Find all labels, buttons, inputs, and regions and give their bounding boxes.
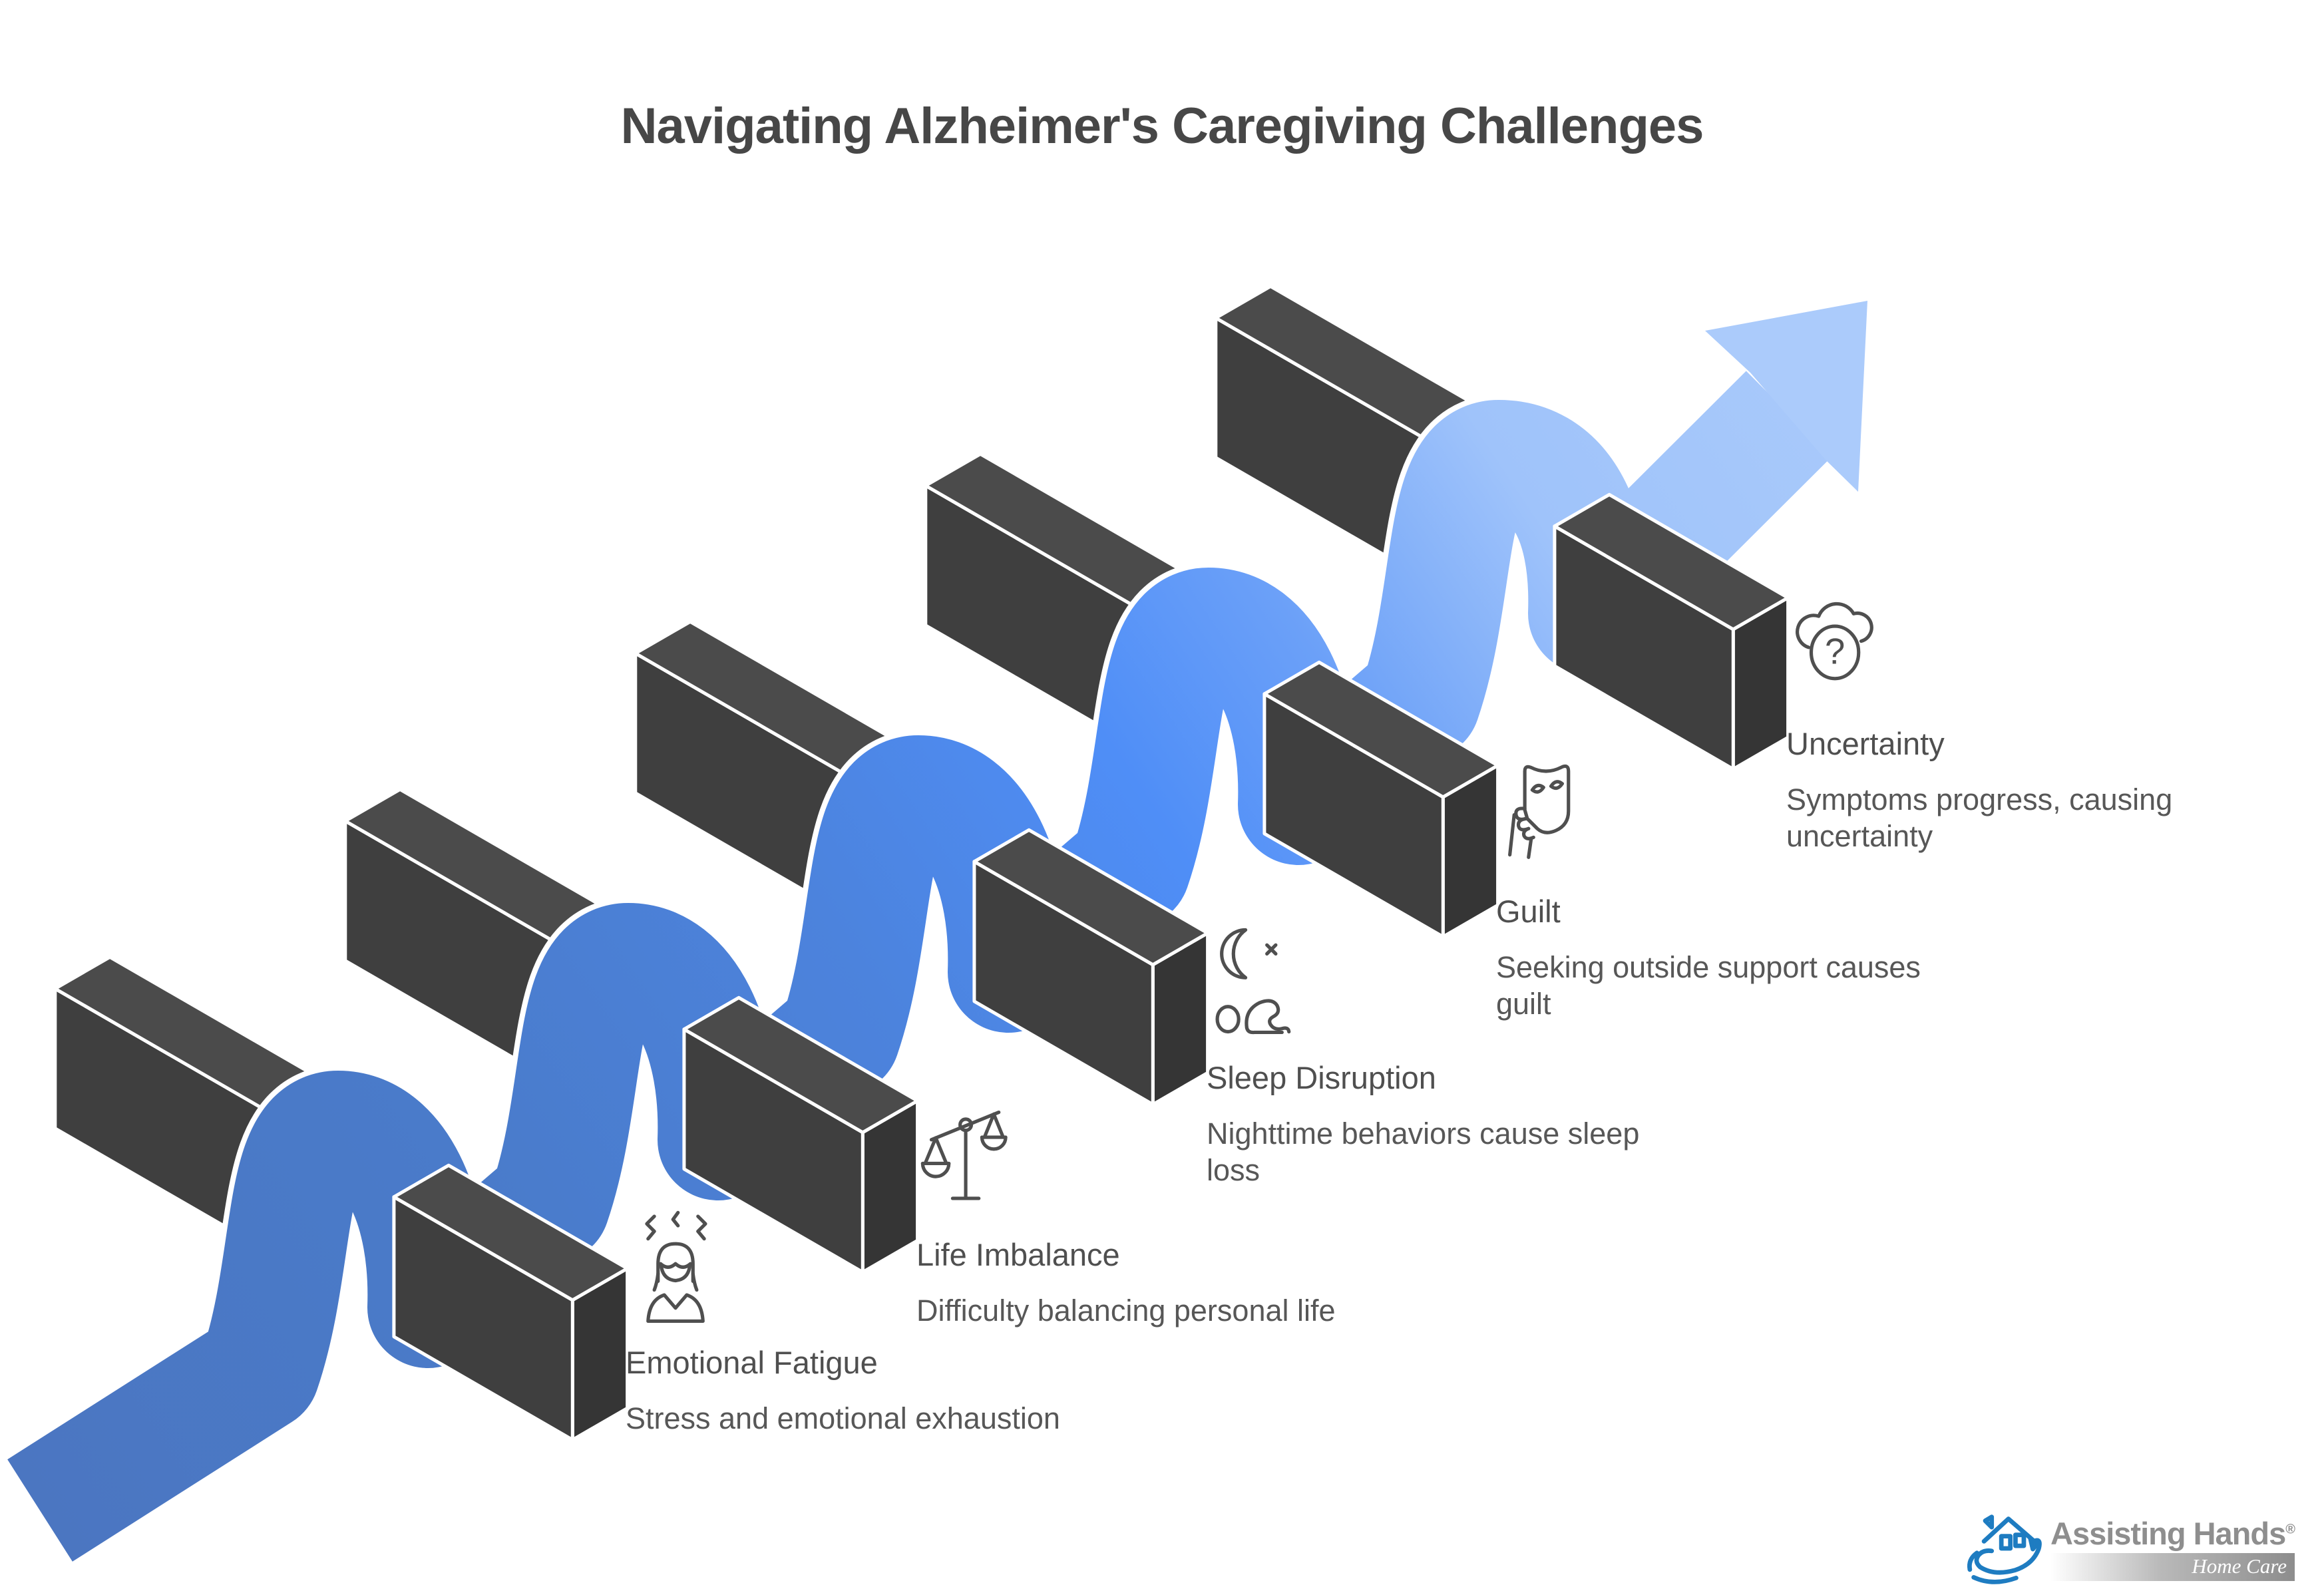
mask-in-hand-icon [1508, 764, 1571, 859]
logo-tagline: Home Care [2192, 1554, 2287, 1578]
step-sleep-disruption: Sleep Disruption Nighttime behaviors cau… [1207, 921, 1659, 1189]
step-description: Difficulty balancing personal life [916, 1294, 1336, 1328]
svg-text:?: ? [1825, 631, 1845, 671]
registered-trademark: ® [2285, 1521, 2295, 1536]
step-guilt: Guilt Seeking outside support causes gui… [1496, 748, 1939, 1023]
logo-banner: Home Care [2050, 1552, 2295, 1581]
step-life-imbalance: Life Imbalance Difficulty balancing pers… [916, 1098, 1549, 1329]
step-description: Symptoms progress, causing uncertainty [1786, 783, 2173, 853]
sleepless-night-icon [1215, 928, 1291, 1035]
step-label: Life Imbalance [916, 1237, 1120, 1272]
lower-hurdle-blocks [392, 492, 1790, 1442]
page-title: Navigating Alzheimer's Caregiving Challe… [620, 98, 1704, 154]
step-description: Stress and emotional exhaustion [626, 1401, 1060, 1435]
step-label: Sleep Disruption [1207, 1060, 1436, 1095]
hurdle-block-face [1262, 660, 1500, 799]
question-cloud-icon: ? [1796, 602, 1873, 681]
step-label: Guilt [1496, 894, 1561, 929]
logo-brand-text: Assisting Hands® [2050, 1515, 2295, 1551]
step-uncertainty: ? Uncertainty Symptoms progress, causing… [1786, 587, 2186, 855]
hand-house-icon [1967, 1514, 2042, 1584]
stressed-person-icon [645, 1210, 707, 1324]
logo-assisting-hands: Assisting Hands® Home Care [1963, 1510, 2295, 1585]
step-label: Emotional Fatigue [626, 1345, 878, 1380]
unbalanced-scales-icon [920, 1110, 1008, 1200]
arrow-head [1705, 301, 1867, 492]
hurdle-block-face [1553, 492, 1790, 631]
step-label: Uncertainty [1786, 726, 1945, 761]
hurdle-block-face [682, 995, 920, 1135]
hurdle-block-face [972, 828, 1210, 967]
step-emotional-fatigue: Emotional Fatigue Stress and emotional e… [626, 1206, 1258, 1437]
hurdle-block-face [392, 1163, 630, 1302]
step-description: Nighttime behaviors cause sleep loss [1207, 1117, 1640, 1187]
step-description: Seeking outside support causes guilt [1496, 950, 1921, 1021]
